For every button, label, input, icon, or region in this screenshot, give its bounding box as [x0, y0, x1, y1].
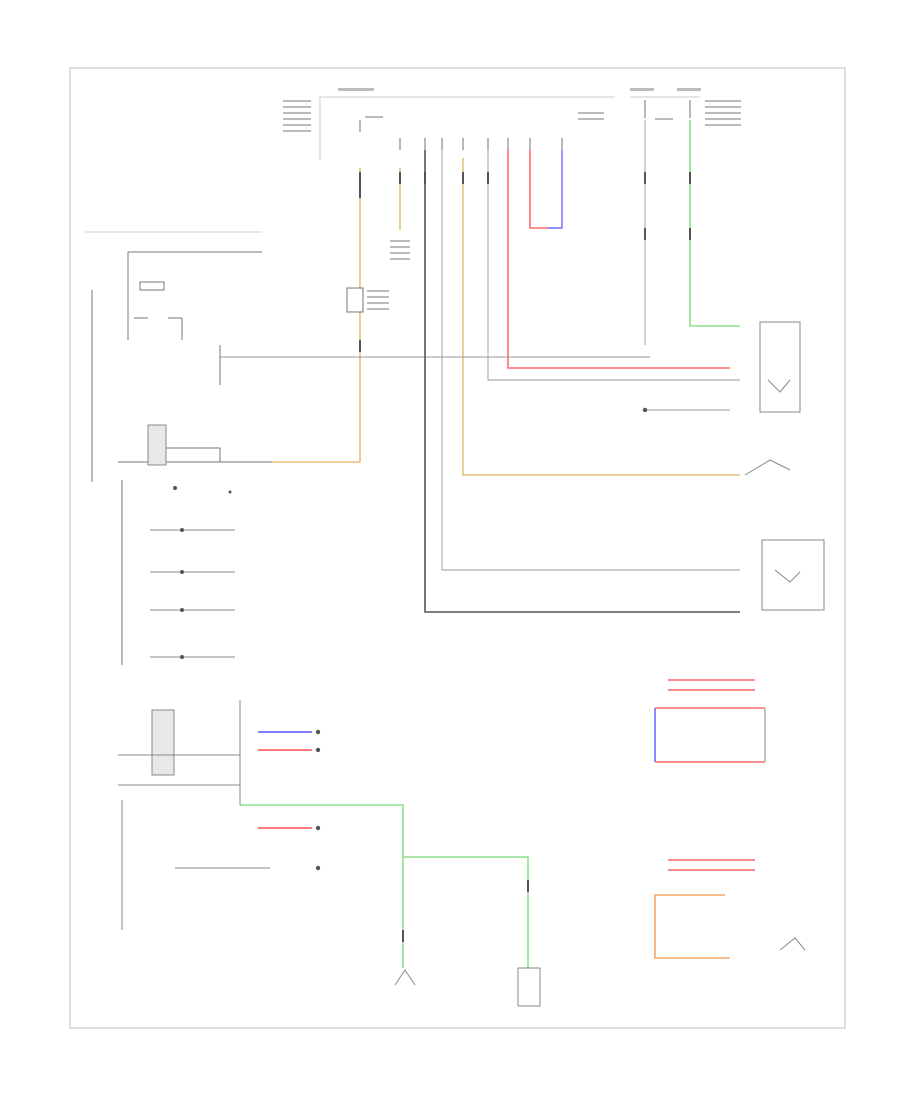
wire-blue [548, 150, 563, 229]
diagram-border [69, 67, 846, 1029]
wire-green [240, 120, 740, 968]
top-connector-ticks [359, 100, 691, 150]
component-relay [346, 240, 410, 313]
bottom-module [517, 967, 541, 1007]
left-sensor-rows [118, 529, 270, 930]
module-block-lower [151, 709, 175, 776]
connector-dashes [359, 172, 691, 942]
right-box-blue-red [654, 707, 766, 763]
right-switch-lower [779, 937, 806, 951]
right-relay-box [759, 321, 801, 413]
right-switch-upper [744, 459, 791, 476]
header-labels [283, 88, 741, 132]
top-bus-lines [85, 96, 700, 233]
right-box-orange [654, 894, 730, 959]
right-box-small-leads [668, 679, 755, 871]
left-sensor-dots [173, 486, 232, 659]
bottom-switch [394, 969, 416, 986]
wire-gray [220, 120, 740, 571]
right-switch-middle [761, 539, 825, 611]
wire-black [424, 150, 740, 613]
lead-dots [315, 407, 648, 871]
wire-red [507, 150, 730, 369]
left-module [91, 251, 272, 665]
wire-yellow [272, 158, 740, 476]
module-block-upper [147, 424, 167, 466]
